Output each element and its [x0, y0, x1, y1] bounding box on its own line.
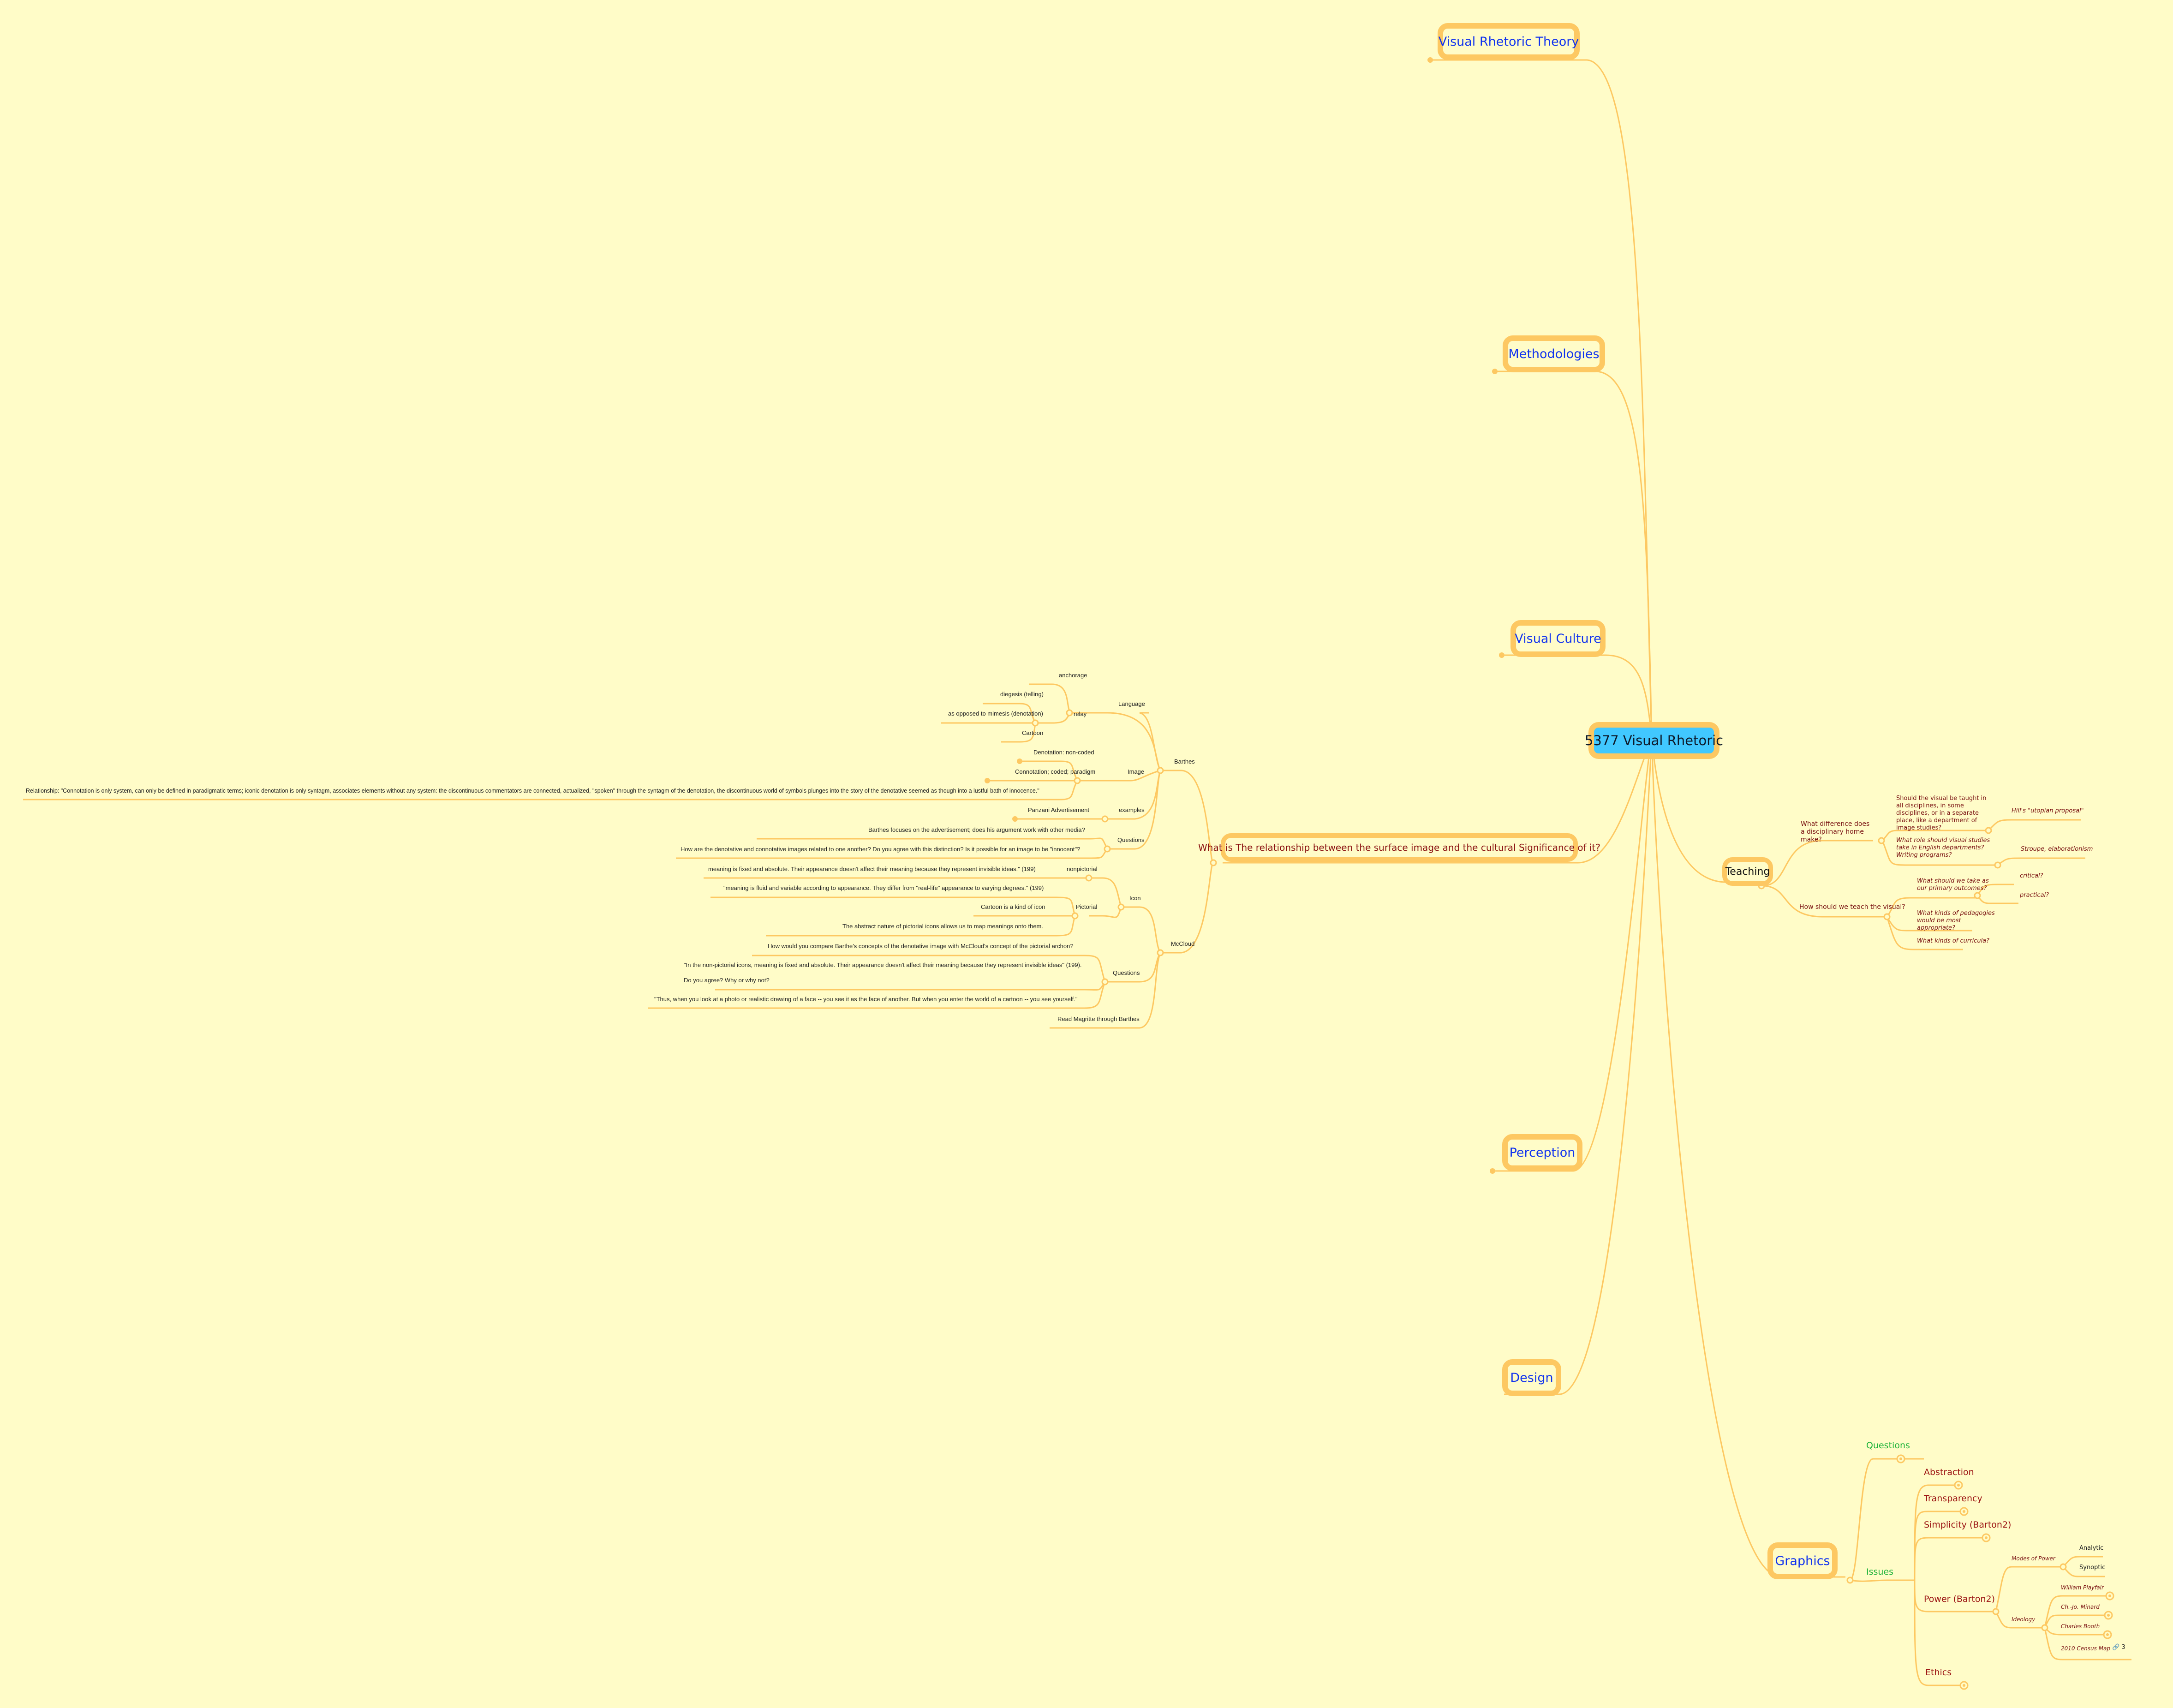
- node-mccloud-q3[interactable]: "Thus, when you look at a photo or reali…: [654, 996, 1078, 1003]
- topic-label: Methodologies: [1508, 346, 1600, 361]
- node-taught-where[interactable]: Should the visual be taught in all disci…: [1896, 795, 1987, 831]
- node-magritte[interactable]: Read Magritte through Barthes: [1057, 1015, 1140, 1022]
- node-booth[interactable]: Charles Booth: [2061, 1623, 2100, 1630]
- link-count: 3: [2121, 1644, 2125, 1651]
- topic-perception[interactable]: Perception: [1502, 1134, 1582, 1171]
- topic-label: Teaching: [1725, 866, 1770, 878]
- node-barthes-q1[interactable]: Barthes focuses on the advertisement; do…: [868, 826, 1085, 833]
- node-minard[interactable]: Ch.-Jo. Minard: [2061, 1604, 2100, 1610]
- root-topic-label: 5377 Visual Rhetoric: [1584, 733, 1724, 748]
- topic-label: Graphics: [1775, 1553, 1830, 1568]
- topic-design[interactable]: Design: [1502, 1359, 1561, 1396]
- node-anchorage[interactable]: anchorage: [1059, 672, 1087, 679]
- topic-surface-vs-cultural[interactable]: What is The relationship between the sur…: [1198, 833, 1600, 862]
- node-mccloud-q2b[interactable]: Do you agree? Why or why not?: [684, 977, 770, 984]
- node-icon[interactable]: Icon: [1129, 895, 1141, 902]
- node-barthes-questions[interactable]: Questions: [1117, 836, 1145, 843]
- topic-label: Perception: [1509, 1145, 1576, 1160]
- node-mccloud-q1[interactable]: How would you compare Barthe's concepts …: [768, 943, 1074, 950]
- node-mccloud-questions[interactable]: Questions: [1113, 969, 1140, 976]
- topic-teaching[interactable]: Teaching: [1722, 857, 1773, 886]
- node-ethics[interactable]: Ethics: [1925, 1667, 1952, 1678]
- node-how-teach[interactable]: How should we teach the visual?: [1799, 903, 1905, 911]
- node-barthes[interactable]: Barthes: [1174, 758, 1195, 765]
- node-cartoon-icon[interactable]: Cartoon is a kind of icon: [981, 903, 1045, 910]
- node-simplicity[interactable]: Simplicity (Barton2): [1924, 1520, 2012, 1530]
- node-synoptic[interactable]: Synoptic: [2079, 1564, 2106, 1571]
- node-playfair[interactable]: William Playfair: [2061, 1584, 2104, 1591]
- node-analytic[interactable]: Analytic: [2079, 1545, 2104, 1552]
- node-diegesis[interactable]: diegesis (telling): [1000, 691, 1044, 698]
- node-practical[interactable]: practical?: [2020, 892, 2049, 899]
- node-pictorial[interactable]: Pictorial: [1076, 903, 1098, 910]
- node-nonpictorial-quote[interactable]: meaning is fixed and absolute. Their app…: [708, 866, 1036, 872]
- topic-visual-culture[interactable]: Visual Culture: [1510, 620, 1606, 657]
- topic-visual-rhetoric-theory[interactable]: Visual Rhetoric Theory: [1438, 23, 1580, 60]
- node-mccloud-q2[interactable]: "In the non-pictorial icons, meaning is …: [684, 961, 1082, 968]
- link-badge[interactable]: 🔗 3: [2112, 1644, 2125, 1651]
- node-english-departments[interactable]: What role should visual studies take in …: [1896, 837, 1990, 859]
- topic-methodologies[interactable]: Methodologies: [1503, 335, 1605, 372]
- node-critical[interactable]: critical?: [2020, 872, 2043, 879]
- node-abstraction[interactable]: Abstraction: [1924, 1467, 1974, 1477]
- node-nonpictorial[interactable]: nonpictorial: [1067, 866, 1098, 872]
- topic-label: Visual Culture: [1515, 631, 1601, 646]
- node-transparency[interactable]: Transparency: [1924, 1493, 1982, 1504]
- node-hill-utopian[interactable]: Hill's "utopian proposal": [2012, 807, 2084, 814]
- node-panzani[interactable]: Panzani Advertisement: [1028, 806, 1089, 813]
- node-curricula[interactable]: What kinds of curricula?: [1917, 938, 1990, 944]
- node-census-map[interactable]: 2010 Census Map: [2061, 1645, 2110, 1652]
- topic-graphics[interactable]: Graphics: [1767, 1542, 1838, 1579]
- link-icon: 🔗: [2112, 1644, 2120, 1651]
- node-power[interactable]: Power (Barton2): [1924, 1594, 1995, 1604]
- node-primary-outcomes[interactable]: What should we take as our primary outco…: [1917, 878, 1989, 892]
- node-modes-of-power[interactable]: Modes of Power: [2012, 1555, 2055, 1562]
- node-examples[interactable]: examples: [1119, 806, 1145, 813]
- node-issues[interactable]: Issues: [1866, 1567, 1894, 1577]
- node-disciplinary-home[interactable]: What difference does a disciplinary home…: [1801, 820, 1870, 843]
- node-image[interactable]: Image: [1128, 768, 1145, 775]
- node-stroupe[interactable]: Stroupe, elaborationism: [2021, 846, 2093, 853]
- node-pictorial-quote[interactable]: "meaning is fluid and variable according…: [723, 884, 1044, 891]
- node-mccloud[interactable]: McCloud: [1171, 940, 1195, 947]
- node-language[interactable]: Language: [1118, 700, 1145, 707]
- node-graphics-questions[interactable]: Questions: [1866, 1440, 1910, 1451]
- node-denotation[interactable]: Denotation: non-coded: [1033, 749, 1094, 756]
- node-ideology[interactable]: Ideology: [2012, 1616, 2036, 1623]
- node-cartoon[interactable]: Cartoon: [1022, 729, 1044, 736]
- node-mimesis[interactable]: as opposed to mimesis (denotation): [948, 710, 1043, 717]
- node-barthes-q2[interactable]: How are the denotative and connotative i…: [681, 846, 1081, 853]
- node-relay[interactable]: relay: [1074, 711, 1087, 717]
- topic-label: What is The relationship between the sur…: [1198, 842, 1600, 853]
- node-abstract-nature[interactable]: The abstract nature of pictorial icons a…: [842, 923, 1043, 930]
- topic-label: Design: [1510, 1370, 1553, 1385]
- topic-label: Visual Rhetoric Theory: [1438, 34, 1579, 49]
- node-pedagogies[interactable]: What kinds of pedagogies would be most a…: [1917, 910, 1995, 932]
- node-relationship-quote[interactable]: Relationship: "Connotation is only syste…: [26, 788, 1039, 794]
- root-topic[interactable]: 5377 Visual Rhetoric: [1585, 722, 1723, 759]
- node-connotation[interactable]: Connotation; coded; paradigm: [1015, 768, 1096, 775]
